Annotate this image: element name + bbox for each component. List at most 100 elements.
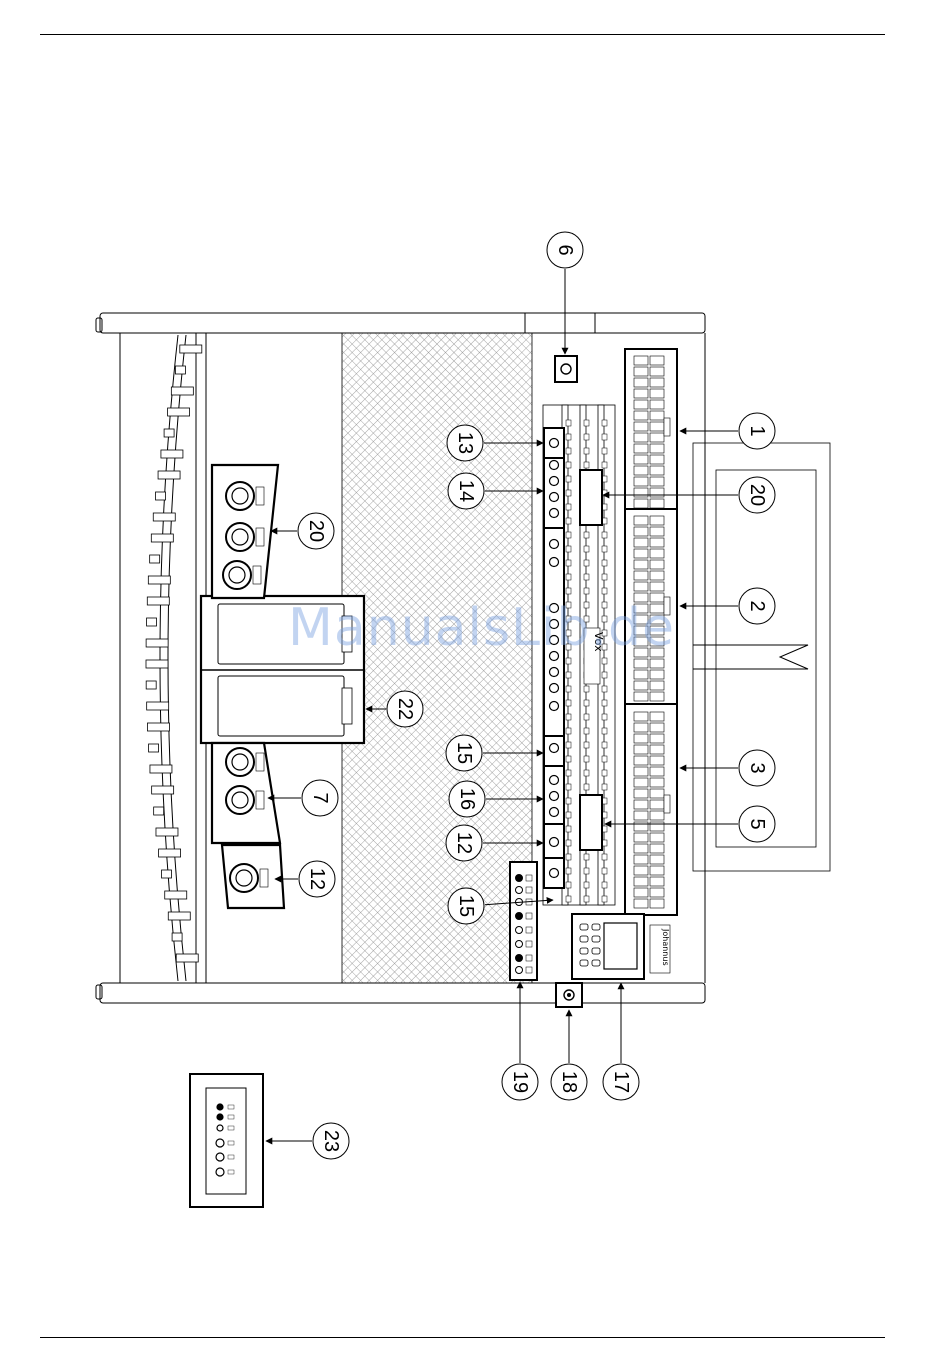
knob-label-plate — [256, 528, 264, 546]
pedal-key — [147, 702, 169, 710]
key-mark — [566, 644, 571, 650]
stop-tab — [634, 648, 648, 657]
pedal-key — [162, 870, 172, 878]
detail-panel-23 — [190, 1074, 263, 1207]
expression-pedals — [201, 596, 364, 743]
pedal-key — [176, 954, 198, 962]
jack-icon — [217, 1125, 223, 1131]
stop-tab — [650, 833, 664, 842]
pedal-key — [152, 786, 174, 794]
key-mark — [602, 784, 607, 790]
key-mark — [566, 588, 571, 594]
pedal-key — [171, 387, 193, 395]
stop-tab — [650, 789, 664, 798]
stop-tab — [650, 692, 664, 701]
callout-number: 19 — [509, 1071, 531, 1093]
callout-number: 16 — [456, 788, 478, 810]
pedal-keys — [146, 345, 202, 962]
stop-tab — [650, 378, 664, 387]
stop-tab — [650, 477, 664, 486]
jack-icon — [216, 1139, 224, 1147]
key-mark — [602, 742, 607, 748]
stop-tab — [634, 604, 648, 613]
jack-label — [228, 1126, 234, 1130]
stop-tab — [634, 734, 648, 743]
jack-icon — [516, 875, 523, 882]
button-icon — [580, 924, 588, 930]
key-mark — [584, 756, 589, 762]
knob-icon — [232, 754, 248, 770]
pedal-key — [175, 366, 185, 374]
key-mark — [584, 854, 589, 860]
callout-number: 5 — [746, 818, 768, 829]
button-icon — [550, 604, 559, 613]
key-mark — [566, 672, 571, 678]
stop-tab — [634, 411, 648, 420]
stop-tab — [650, 800, 664, 809]
key-mark — [584, 742, 589, 748]
stop-tab — [650, 367, 664, 376]
jack-icon — [516, 967, 523, 974]
jack-label — [526, 887, 532, 893]
stop-tab — [634, 538, 648, 547]
callout-number: 1 — [746, 425, 768, 436]
callout-number: 14 — [455, 480, 477, 502]
stop-tab — [650, 604, 664, 613]
key-mark — [584, 574, 589, 580]
stop-tab — [634, 455, 648, 464]
knob-icon — [229, 567, 245, 583]
key-mark — [584, 420, 589, 426]
button-icon — [550, 652, 559, 661]
stop-tab — [634, 560, 648, 569]
key-mark — [584, 616, 589, 622]
key-mark — [584, 868, 589, 874]
stop-tab — [634, 615, 648, 624]
stop-tab — [634, 571, 648, 580]
jack-icon — [217, 1114, 223, 1120]
jack-label — [526, 927, 532, 933]
key-mark — [566, 476, 571, 482]
stop-tab — [650, 899, 664, 908]
speaker-grille — [342, 333, 532, 983]
stop-tab — [634, 844, 648, 853]
division-label — [664, 418, 670, 436]
key-mark — [602, 616, 607, 622]
key-mark — [566, 756, 571, 762]
button-icon — [550, 668, 559, 677]
key-mark — [602, 686, 607, 692]
pedal-key — [156, 492, 166, 500]
jack-label — [228, 1115, 234, 1119]
key-mark — [602, 756, 607, 762]
division-label — [664, 795, 670, 813]
callout-number: 6 — [554, 244, 576, 255]
key-mark — [602, 728, 607, 734]
key-mark — [602, 434, 607, 440]
knob-icon — [232, 792, 248, 808]
key-mark — [602, 532, 607, 538]
stop-tab — [634, 466, 648, 475]
stop-tab — [650, 888, 664, 897]
callout-number: 3 — [746, 762, 768, 773]
pedal-key — [150, 555, 160, 563]
button-icon — [550, 558, 559, 567]
stop-tab — [634, 800, 648, 809]
key-mark — [566, 826, 571, 832]
stop-tab — [634, 877, 648, 886]
stop-tab — [634, 477, 648, 486]
display-label: Vox — [592, 632, 605, 652]
stop-tab — [650, 560, 664, 569]
stop-tab — [634, 433, 648, 442]
stop-tab — [634, 692, 648, 701]
jack-label — [526, 955, 532, 961]
key-mark — [566, 742, 571, 748]
stop-tab — [650, 778, 664, 787]
stop-tab — [650, 466, 664, 475]
stop-tab — [650, 582, 664, 591]
key-mark — [566, 420, 571, 426]
jack-label — [228, 1155, 234, 1159]
button-icon — [592, 936, 600, 942]
key-mark — [602, 868, 607, 874]
key-mark — [566, 546, 571, 552]
button-icon — [550, 477, 559, 486]
stop-tab — [650, 745, 664, 754]
